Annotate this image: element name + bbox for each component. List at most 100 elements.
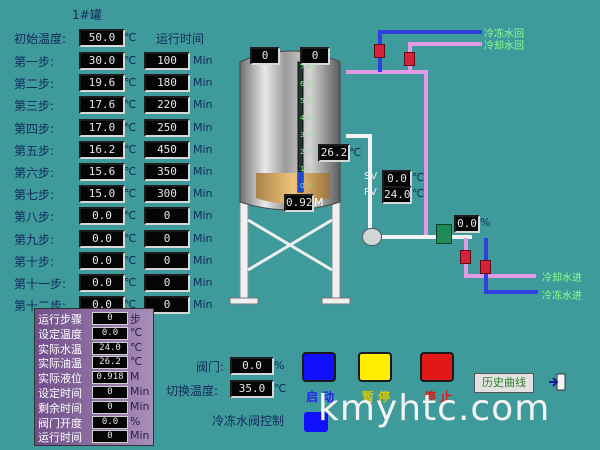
step-time-unit: Min: [193, 120, 213, 134]
pipe-segment: [346, 70, 426, 74]
tank-level-value: 0.92: [284, 194, 314, 212]
step-time-input[interactable]: 0: [144, 296, 190, 315]
status-value: 0: [92, 430, 128, 444]
step-temp-unit: ℃: [124, 253, 137, 267]
tank-level-unit: M: [314, 196, 324, 209]
label-frozen-return: 冷冻水回: [484, 29, 524, 40]
step-temp-input[interactable]: 19.6: [79, 74, 125, 93]
status-unit: ℃: [130, 325, 143, 339]
valve-label: 阀门:: [196, 360, 225, 374]
status-unit: Min: [130, 399, 150, 413]
step-time-input[interactable]: 0: [144, 274, 190, 292]
tank-graphic: [229, 50, 351, 305]
step-temp-unit: ℃: [124, 187, 137, 201]
status-label: 运行步骤: [38, 313, 82, 326]
status-label: 实际液位: [38, 372, 82, 386]
frozen-valve-button[interactable]: [304, 412, 328, 432]
step-temp-input[interactable]: 0.0: [79, 229, 125, 248]
switch-temp-unit: ℃: [274, 382, 287, 395]
pump-icon[interactable]: [362, 228, 382, 246]
status-unit: Min: [130, 429, 150, 443]
switch-temp-value[interactable]: 35.0: [230, 380, 274, 398]
status-value: 24.0: [92, 341, 128, 355]
step-temp-unit: ℃: [124, 298, 137, 312]
status-label: 设定温度: [38, 327, 82, 341]
step-temp-input[interactable]: 0.0: [79, 207, 125, 226]
pipe-segment: [346, 134, 370, 138]
valve-value[interactable]: 0.0: [230, 357, 274, 375]
step-time-input[interactable]: 450: [144, 140, 190, 159]
step-temp-input[interactable]: 15.6: [79, 163, 125, 181]
step-time-unit: Min: [193, 98, 213, 112]
status-unit: ℃: [130, 355, 143, 369]
status-unit: %: [130, 414, 141, 428]
stop-button[interactable]: [420, 352, 454, 382]
label-cooling-return: 冷却水回: [484, 41, 524, 52]
valve-cooling-in[interactable]: [460, 250, 471, 264]
step-temp-unit: ℃: [124, 209, 137, 223]
step-temp-input[interactable]: 30.0: [79, 52, 125, 70]
pv-value: 24.0: [382, 186, 412, 204]
step-temp-input[interactable]: 0.0: [79, 274, 125, 292]
level-scale-tick: 3.0: [300, 131, 312, 139]
step-time-input[interactable]: 300: [144, 185, 190, 204]
step-time-input[interactable]: 350: [144, 163, 190, 181]
label-frozen-in: 冷冻水进: [542, 291, 582, 302]
step-temp-unit: ℃: [124, 120, 137, 134]
pause-button[interactable]: [358, 352, 392, 382]
status-label: 剩余时间: [38, 401, 82, 415]
status-label: 实际油温: [38, 357, 82, 371]
step-time-unit: Min: [193, 76, 213, 90]
status-value: 0.0: [92, 415, 128, 429]
step-temp-input[interactable]: 15.0: [79, 185, 125, 204]
step-temp-input[interactable]: 17.6: [79, 96, 125, 115]
status-value: 0.0: [92, 326, 128, 340]
step-time-input[interactable]: 250: [144, 118, 190, 137]
step-time-input[interactable]: 0: [144, 229, 190, 248]
exit-icon[interactable]: [548, 373, 566, 391]
step-label: 第四步:: [14, 121, 55, 136]
status-value: 0.918: [92, 371, 128, 385]
sv-unit: ℃: [412, 171, 425, 184]
status-label: 阀门开度: [38, 416, 82, 430]
step-time-input[interactable]: 0: [144, 207, 190, 226]
tank-title: 1#罐: [72, 8, 102, 22]
history-curve-button[interactable]: 历史曲线: [474, 373, 534, 393]
flow-unit: %: [480, 216, 491, 229]
step-temp-input[interactable]: 17.0: [79, 118, 125, 137]
level-scale-tick: 4.0: [300, 114, 312, 122]
step-time-input[interactable]: 180: [144, 74, 190, 93]
level-scale-tick: 2.0: [300, 148, 312, 156]
step-label: 第一步:: [14, 55, 55, 69]
step-temp-input[interactable]: 16.2: [79, 140, 125, 159]
start-button[interactable]: [302, 352, 336, 382]
pipe-segment: [378, 30, 482, 34]
tank-temp-unit: ℃: [349, 146, 362, 159]
level-scale-tick: 1.0: [300, 165, 312, 173]
status-value: 26.2: [92, 356, 128, 370]
initial-temp-unit: ℃: [124, 31, 137, 44]
step-time-input[interactable]: 100: [144, 52, 190, 70]
step-time-unit: Min: [193, 54, 213, 67]
step-time-unit: Min: [193, 298, 213, 312]
valve-cooling-return[interactable]: [404, 52, 415, 66]
valve-frozen-return[interactable]: [374, 44, 385, 58]
step-label: 第八步:: [14, 210, 55, 225]
step-temp-unit: ℃: [124, 231, 137, 245]
status-value: 0: [92, 312, 128, 325]
valve-frozen-in[interactable]: [480, 260, 491, 274]
initial-temp-input[interactable]: 50.0: [79, 29, 125, 47]
level-scale-tick: 6.0: [300, 80, 312, 88]
status-label: 设定时间: [38, 387, 82, 400]
frozen-valve-control-label: 冷冻水阀控制: [212, 414, 285, 428]
pipe-segment: [484, 290, 538, 294]
watermark-text: kmyhtc.com: [318, 388, 551, 429]
flow-valve-icon[interactable]: [436, 224, 452, 244]
step-time-input[interactable]: 220: [144, 96, 190, 115]
step-label: 第六步:: [14, 166, 55, 180]
step-temp-input[interactable]: 0.0: [79, 251, 125, 270]
step-time-unit: Min: [193, 276, 213, 289]
step-label: 第十一步:: [14, 277, 67, 291]
step-time-input[interactable]: 0: [144, 251, 190, 270]
step-temp-unit: ℃: [124, 98, 137, 112]
